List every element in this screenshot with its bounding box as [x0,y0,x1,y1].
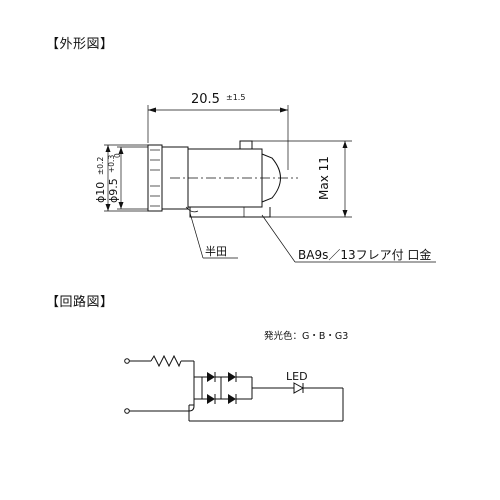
dia95-value: ϕ9.5 [107,178,120,203]
dia10-tolerance: ±0.2 [96,157,105,175]
diode-2 [228,372,236,382]
length-dimension: 20.5 ±1.5 [147,92,289,170]
terminal-top [124,358,130,364]
diode-3 [207,394,215,404]
terminal-bottom [124,408,130,414]
outline-heading: 【外形図】 [46,37,114,52]
base [187,148,263,208]
length-tolerance: ±1.5 [226,93,245,102]
solder-label: 半田 [205,244,227,258]
led-label: LED [286,370,308,383]
height-dimension: Max 11 [252,140,352,218]
base-label: BA9s／13フレア付 口金 [298,247,431,262]
solder-callout: 半田 [189,212,238,259]
base-callout: BA9s／13フレア付 口金 [261,214,436,263]
base-flare [189,207,271,218]
circuit: LED [124,354,344,422]
dia95-tolerance-lower: 0 [113,153,122,158]
dia95-tolerance-upper: +0.3 [107,155,116,173]
diode-1 [207,372,215,382]
dia10-value: ϕ10 [94,182,107,203]
circuit-heading: 【回路図】 [46,295,114,310]
bayonet-pin [239,140,253,150]
resistor [150,354,182,368]
length-value: 20.5 [191,92,220,107]
flange [147,144,163,212]
led-symbol [293,382,305,394]
bulb-outline [147,140,298,218]
diameter-dimensions: ϕ10 ±0.2 ϕ9.5 +0.3 0 [94,144,148,212]
diode-4 [228,394,236,404]
emission-color-label: 発光色：G・B・G3 [264,330,348,342]
max-height-value: Max 11 [317,156,331,200]
